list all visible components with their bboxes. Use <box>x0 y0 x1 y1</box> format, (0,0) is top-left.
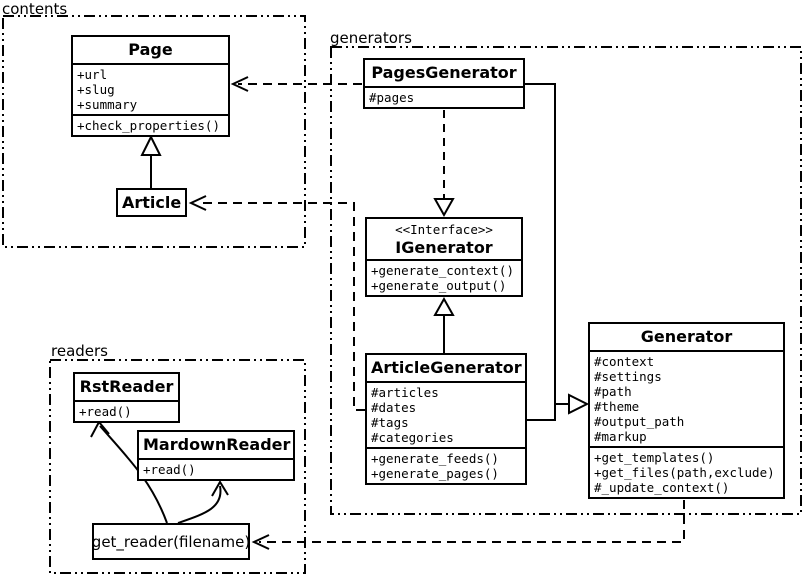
class-article: Article <box>116 188 187 217</box>
class-attribute: #dates <box>371 400 417 415</box>
class-attribute: +summary <box>77 97 138 112</box>
class-igenerator: <<Interface>> IGenerator +generate_conte… <box>365 217 523 297</box>
interface-stereotype: <<Interface>> <box>395 222 493 237</box>
class-attribute: #settings <box>594 369 662 384</box>
class-method: +generate_pages() <box>371 466 499 481</box>
class-page: Page +url +slug +summary +check_properti… <box>71 35 230 137</box>
class-pages-generator: PagesGenerator #pages <box>363 58 525 109</box>
class-method: +generate_context() <box>371 263 514 278</box>
package-contents-label: contents <box>2 0 68 18</box>
class-attribute: #path <box>594 384 632 399</box>
class-method: +get_templates() <box>594 450 715 465</box>
class-method: #_update_context() <box>594 480 730 495</box>
class-method: +read() <box>143 462 196 477</box>
edge-pagesgenerator-realizes-igenerator <box>433 110 455 218</box>
class-attribute: +slug <box>77 82 115 97</box>
class-method: +generate_feeds() <box>371 451 499 466</box>
class-mardown-reader: MardownReader +read() <box>137 430 295 481</box>
class-attribute: #tags <box>371 415 409 430</box>
package-readers-border <box>49 359 306 574</box>
class-pages-generator-attributes: #pages <box>365 86 523 107</box>
class-attribute: #categories <box>371 430 454 445</box>
class-article-generator: ArticleGenerator #articles #dates #tags … <box>365 353 527 485</box>
class-attribute: #context <box>594 354 655 369</box>
box-get-reader: get_reader(filename) <box>92 523 250 560</box>
edge-generators-extend-generator <box>525 83 590 421</box>
class-rst-reader: RstReader +read() <box>73 372 180 423</box>
package-contents-border <box>2 15 306 248</box>
class-method: +get_files(path,exclude) <box>594 465 775 480</box>
class-attribute: #markup <box>594 429 647 444</box>
package-generators-label: generators <box>330 29 412 47</box>
class-article-generator-name: ArticleGenerator <box>371 358 522 377</box>
class-article-generator-methods: +generate_feeds() +generate_pages() <box>367 447 525 483</box>
class-mardown-reader-methods: +read() <box>139 458 293 479</box>
edge-article-extends-page <box>140 134 162 188</box>
class-page-methods: +check_properties() <box>73 114 228 135</box>
class-method: +read() <box>79 404 132 419</box>
edge-generator-depends-getreader <box>251 500 685 550</box>
package-readers-label: readers <box>51 342 108 360</box>
get-reader-label: get_reader(filename) <box>91 532 251 551</box>
class-attribute: #articles <box>371 385 439 400</box>
edge-getreader-to-mardownreader <box>177 480 229 524</box>
class-rst-reader-name: RstReader <box>79 377 174 396</box>
class-rst-reader-methods: +read() <box>75 400 178 421</box>
class-generator-methods: +get_templates() +get_files(path,exclude… <box>590 446 783 497</box>
edge-pagesgenerator-depends-page <box>230 76 362 92</box>
class-generator-name: Generator <box>640 327 733 346</box>
class-page-attributes: +url +slug +summary <box>73 63 228 114</box>
class-igenerator-methods: +generate_context() +generate_output() <box>367 259 521 295</box>
class-generator: Generator #context #settings #path #them… <box>588 322 785 499</box>
class-method: +check_properties() <box>77 118 220 133</box>
class-attribute: +url <box>77 67 108 82</box>
class-generator-attributes: #context #settings #path #theme #output_… <box>590 350 783 446</box>
class-attribute: #output_path <box>594 414 685 429</box>
class-igenerator-header: <<Interface>> IGenerator <box>367 219 521 259</box>
class-mardown-reader-name: MardownReader <box>143 435 291 454</box>
edge-articlegenerator-depends-article <box>188 195 365 411</box>
class-igenerator-name: IGenerator <box>395 238 493 257</box>
class-page-name: Page <box>128 40 173 59</box>
class-pages-generator-name: PagesGenerator <box>371 63 517 82</box>
class-article-name: Article <box>122 193 182 212</box>
edge-articlegenerator-realizes-igenerator <box>433 296 455 353</box>
class-method: +generate_output() <box>371 278 507 293</box>
class-attribute: #theme <box>594 399 640 414</box>
class-article-generator-attributes: #articles #dates #tags #categories <box>367 381 525 447</box>
package-generators-border <box>330 46 802 515</box>
class-attribute: #pages <box>369 90 415 105</box>
